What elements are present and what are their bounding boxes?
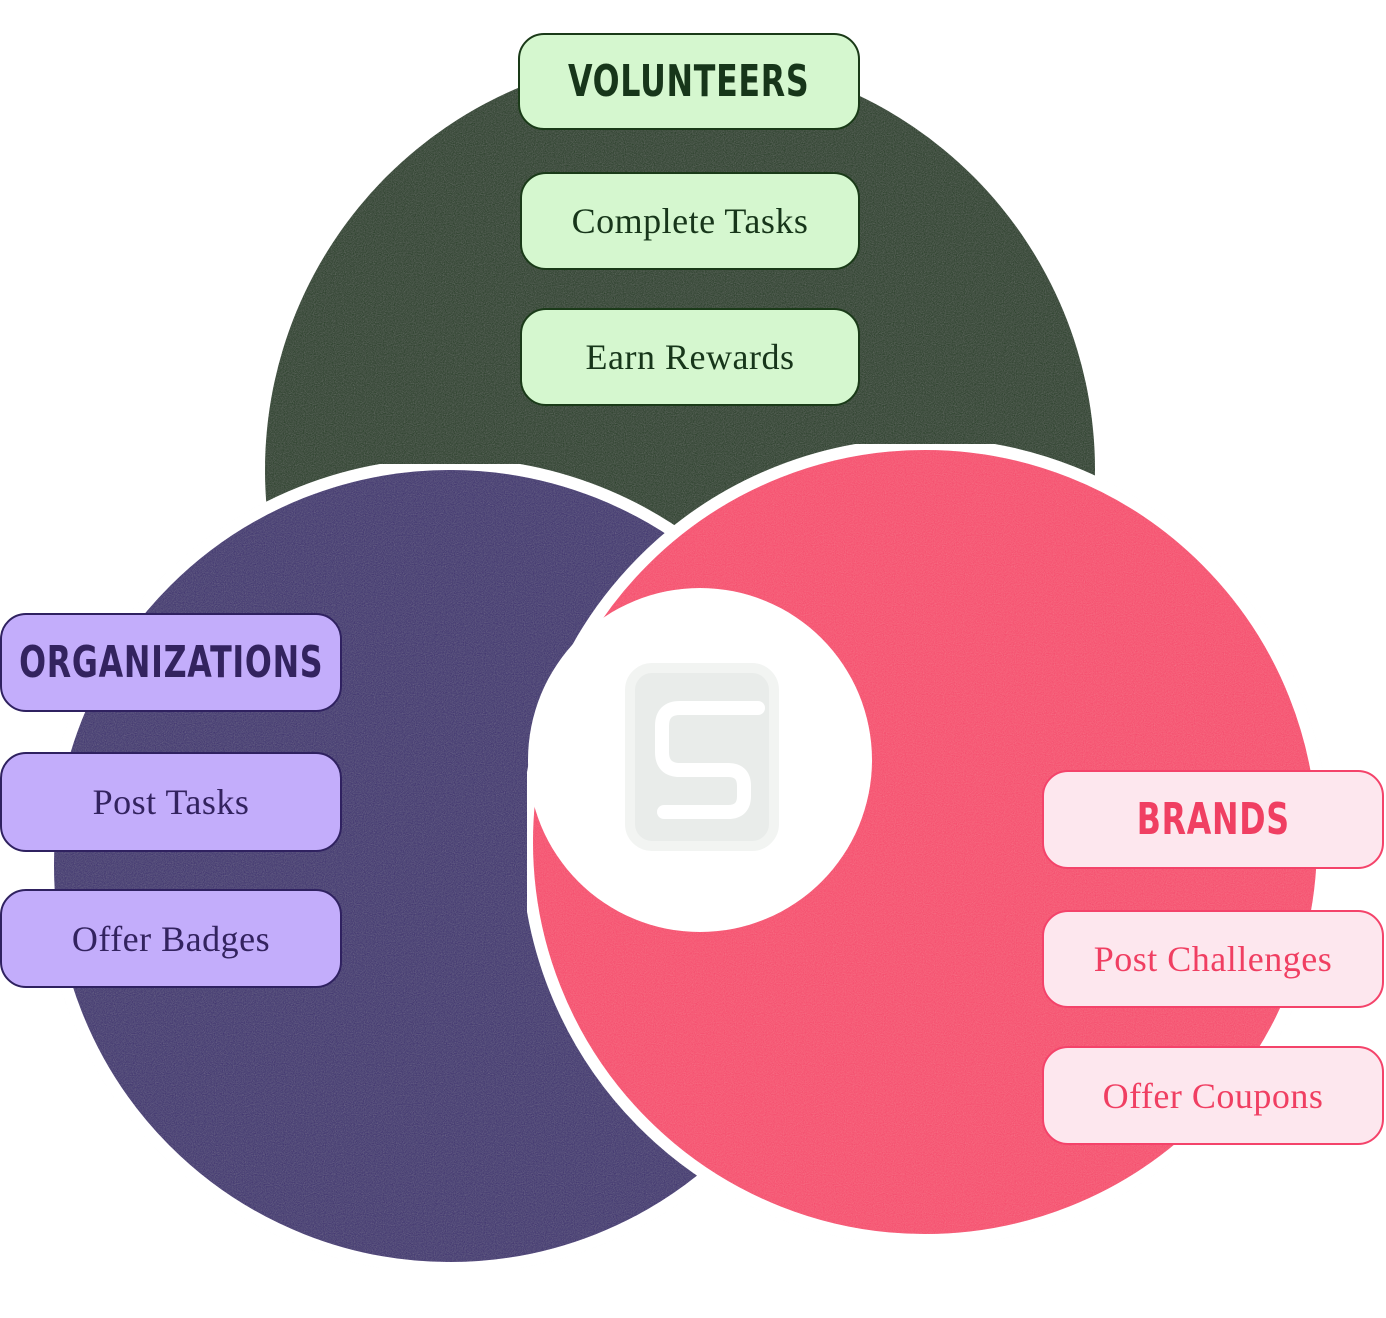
organizations-item-offer-badges: Offer Badges <box>0 889 342 988</box>
brands-item-post-challenges: Post Challenges <box>1042 910 1384 1008</box>
organizations-title-text: ORGANIZATIONS <box>18 637 324 688</box>
item-label: Post Tasks <box>92 782 250 822</box>
volunteers-item-earn-rewards: Earn Rewards <box>520 308 860 406</box>
organizations-title: ORGANIZATIONS <box>0 613 342 712</box>
volunteers-title: VOLUNTEERS <box>518 33 860 130</box>
volunteers-item-complete-tasks: Complete Tasks <box>520 172 860 270</box>
item-label: Complete Tasks <box>571 201 809 241</box>
s-logo-icon <box>625 663 779 851</box>
organizations-item-post-tasks: Post Tasks <box>0 752 342 852</box>
item-label: Offer Badges <box>71 918 271 959</box>
item-label: Offer Coupons <box>1102 1075 1324 1116</box>
brands-title: BRANDS <box>1042 770 1384 869</box>
item-label: Post Challenges <box>1093 939 1333 979</box>
brands-item-offer-coupons: Offer Coupons <box>1042 1046 1384 1145</box>
brands-title-text: BRANDS <box>1136 794 1290 845</box>
volunteers-title-text: VOLUNTEERS <box>568 56 810 107</box>
item-label: Earn Rewards <box>585 337 795 377</box>
